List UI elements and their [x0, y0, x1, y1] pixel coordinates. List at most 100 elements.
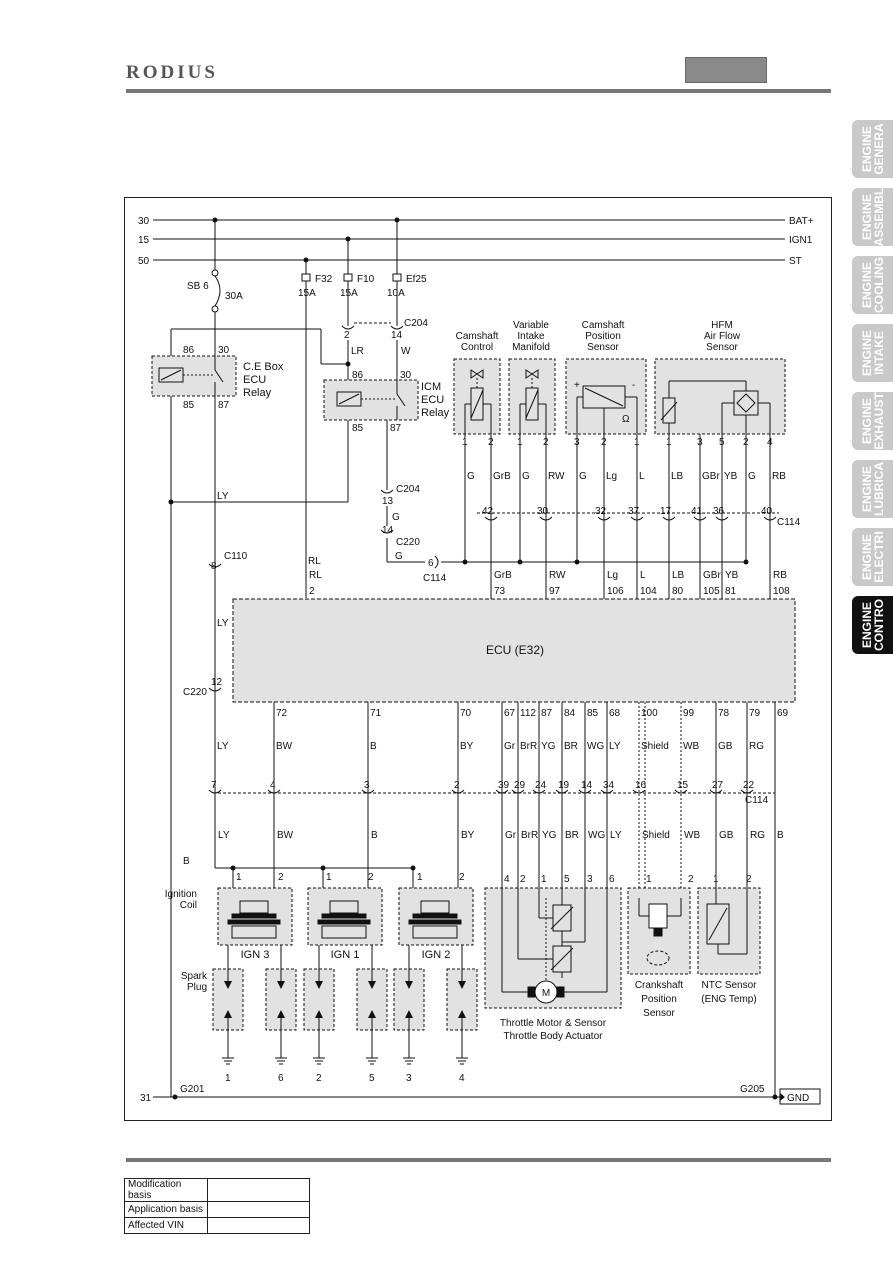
tab-engine-assembly[interactable]: ENGINE ASSEMBL [852, 188, 893, 246]
plug-number: 3 [406, 1073, 412, 1084]
tab-engine-general[interactable]: ENGINE GENERA [852, 120, 893, 178]
ecu-bottom-wire: Shield [641, 741, 669, 752]
icm-pin-87: 87 [390, 423, 402, 434]
coil-base [412, 925, 458, 939]
throttle-pin: 4 [504, 874, 510, 885]
sensor-wire-label: GBr [702, 471, 720, 482]
c114b-pin: 14 [581, 780, 593, 791]
ecu-bottom-pin: 69 [777, 708, 789, 719]
lower-wire-label: RG [750, 830, 765, 841]
spark-plug-tip [315, 981, 323, 989]
ce-pin-87: 87 [218, 400, 230, 411]
c114b-pin: 27 [712, 780, 724, 791]
c114b-pin: 29 [514, 780, 526, 791]
ecu-top-wire: GrB [494, 570, 512, 581]
ecu-bottom-pin: 68 [609, 708, 621, 719]
spark-plug-tip [277, 1010, 285, 1018]
g205-label: G205 [740, 1084, 765, 1095]
ecu-e32 [232, 598, 796, 703]
throttle-pin: 2 [520, 874, 526, 885]
throttle-pin: 6 [609, 874, 615, 885]
c114-label-1: C114 [423, 573, 447, 584]
c114-pin-arc [662, 516, 676, 521]
ecu-top-wire: RW [549, 570, 566, 581]
c114-pin-arc [715, 516, 729, 521]
lower-wire-label: B [371, 830, 378, 841]
c114b-pin-arc [632, 789, 646, 794]
coil-pin: 1 [417, 872, 423, 883]
plug-number: 2 [316, 1073, 322, 1084]
sensor-wire-label: G [522, 471, 530, 482]
plug-number: 6 [278, 1073, 284, 1084]
gnd-label: GND [787, 1093, 809, 1104]
lower-wire-label: WG [588, 830, 605, 841]
spark-plug-tip [368, 1010, 376, 1018]
sb6-amps: 30A [225, 291, 243, 302]
basis-table: Modification basis Application basis Aff… [124, 1178, 310, 1234]
spark-plug-tip [315, 1010, 323, 1018]
splice-dot [517, 559, 523, 565]
lower-wire-label: BrR [521, 830, 538, 841]
tab-engine-electrical[interactable]: ENGINE ELECTRI [852, 528, 893, 586]
ecu-top-wire: YB [725, 570, 739, 581]
c114-pin: 40 [761, 506, 773, 517]
ecu-bottom-pin: 79 [749, 708, 761, 719]
c114b-pin-arc [674, 789, 688, 794]
fuse-f32 [301, 260, 311, 598]
c114b-pin: 2 [454, 780, 460, 791]
lower-wire-label: YG [542, 830, 557, 841]
c114b-pin: 19 [558, 780, 570, 791]
ecu-bottom-wire: YG [541, 741, 556, 752]
wire-ly-1: LY [217, 491, 229, 502]
tab-engine-control[interactable]: ENGINE CONTRO [852, 596, 893, 654]
c220b-pin-12: 12 [211, 677, 223, 688]
ecu-bottom-wire: BR [564, 741, 578, 752]
spark-plug-tip [224, 1010, 232, 1018]
rail-15-label: 15 [138, 235, 150, 246]
c114b-pin-arc [361, 789, 375, 794]
ef25-amps: 10A [387, 288, 405, 299]
wire-g-1: G [392, 512, 400, 523]
f32-amps: 15A [298, 288, 316, 299]
coil-body [239, 900, 269, 914]
ecu-bottom-wire: WG [587, 741, 604, 752]
gnd-arrow [780, 1093, 785, 1101]
ntc-pin: 2 [746, 874, 752, 885]
coil-pin: 1 [326, 872, 332, 883]
ecu-bottom-pin: 84 [564, 708, 576, 719]
tab-engine-exhaust[interactable]: ENGINE EXHAUST [852, 392, 893, 450]
c114b-pin-arc [267, 789, 281, 794]
rail-31-label: 31 [140, 1093, 152, 1104]
coil-base [321, 925, 367, 939]
ecu-bottom-pin: 112 [520, 708, 536, 719]
c220-pin-14: 14 [382, 525, 394, 536]
tab-engine-cooling[interactable]: ENGINE COOLING [852, 256, 893, 314]
plug-number: 5 [369, 1073, 375, 1084]
sensor-wire-label: G [579, 471, 587, 482]
wiring-diagram: 30 15 50 31 BAT+ IGN1 ST GND SB 6 30A F3… [138, 216, 821, 1105]
ecu-bottom-wire: WB [683, 741, 699, 752]
coil-body [420, 900, 450, 914]
sensor-wire-label: YB [724, 471, 738, 482]
tab-engine-intake[interactable]: ENGINE INTAKE [852, 324, 893, 382]
c204-label: C204 [404, 318, 428, 329]
sensor-wire-label: RW [548, 471, 565, 482]
c114-pin-arc [693, 516, 707, 521]
ce-box-relay [151, 355, 237, 397]
ecu-top-pin: 106 [607, 586, 624, 597]
splice-dot [574, 559, 580, 565]
tab-engine-lubrication[interactable]: ENGINE LUBRICA [852, 460, 893, 518]
intake-solenoid-valve [525, 369, 539, 379]
c114-pin: 37 [628, 506, 640, 517]
sensor-wire-label: GrB [493, 471, 511, 482]
bat-label: BAT+ [789, 216, 814, 227]
c114b-pin: 3 [364, 780, 370, 791]
lower-wire-label: LY [610, 830, 622, 841]
ecu-bottom-wire: LY [217, 741, 229, 752]
sb6-fuse-bottom [211, 305, 219, 313]
ecu-top-pin: 108 [773, 586, 790, 597]
c114b-pin: 22 [743, 780, 755, 791]
lower-wire-label: LY [218, 830, 230, 841]
